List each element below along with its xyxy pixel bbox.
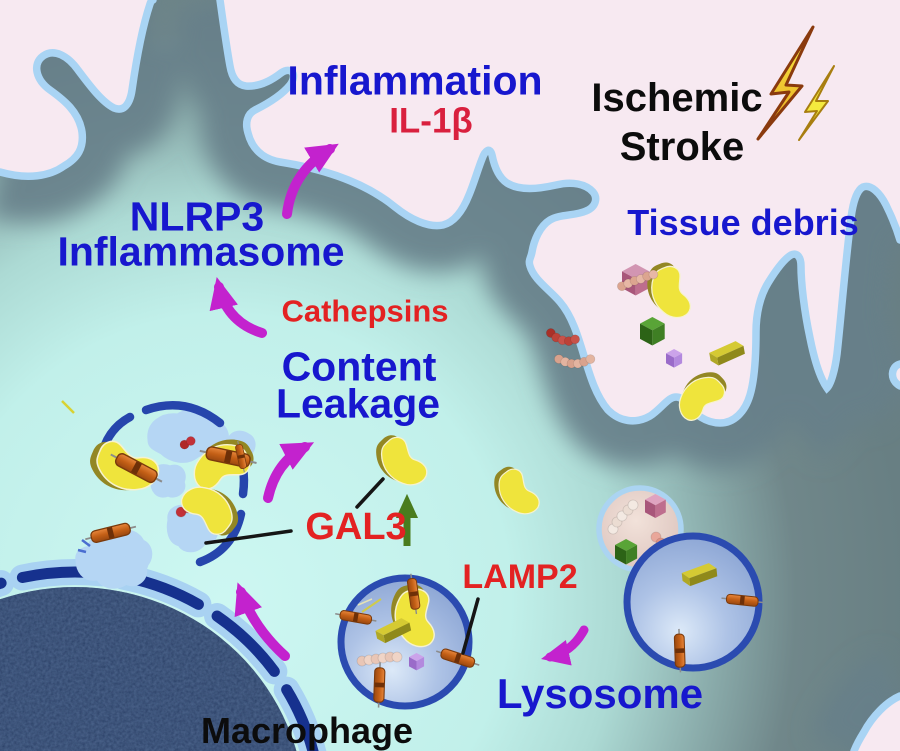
arrow-nlrp3-to-inflammation [282,143,339,219]
lysosome-with-lamp2 [333,572,482,710]
lysosome-membrane [337,574,473,710]
label-nlrp3: NLRP3 [129,193,265,240]
label-lamp2: LAMP2 [462,558,578,596]
label-ischemic: Ischemic [591,76,763,120]
nucleus-body [0,587,297,751]
nucleus [0,559,327,751]
label-gal3: GAL3 [305,506,407,548]
label-leakage: Leakage [275,380,441,427]
lamp2-callout-line [461,597,480,655]
gal3-callout-line [355,477,385,509]
label-inflammasome: Inflammasome [57,228,345,275]
gal3-callout-line [204,529,293,545]
phagosome-lysosome-fusion [596,485,765,674]
arrow-leakage-up [263,442,315,503]
label-il1b: IL-1β [389,101,473,141]
label-content: Content [281,343,437,390]
label-lysosome: Lysosome [496,670,704,717]
label-stroke: Stroke [619,125,745,169]
arrow-lysosome-left [541,625,589,666]
arrow-cathepsins-to-nlrp3 [209,277,267,338]
lamp2-rod-icon [673,628,687,674]
lamp2-rod-icon [372,661,386,709]
label-inflammation: Inflammation [287,57,543,104]
debris-speck [77,548,87,554]
debris-speck [81,539,91,547]
nuclear-envelope [0,566,319,751]
lightning-icon [756,25,835,141]
label-macrophage: Macrophage [200,710,414,751]
arrow-lysosome-to-damaged [234,582,290,661]
damaged-lysosome [75,401,259,589]
label-cathepsins: Cathepsins [281,293,449,329]
debris-speck [61,400,75,414]
label-tissue-debris: Tissue debris [627,202,859,243]
debris-speck [361,598,382,613]
debris-speck [357,598,373,606]
